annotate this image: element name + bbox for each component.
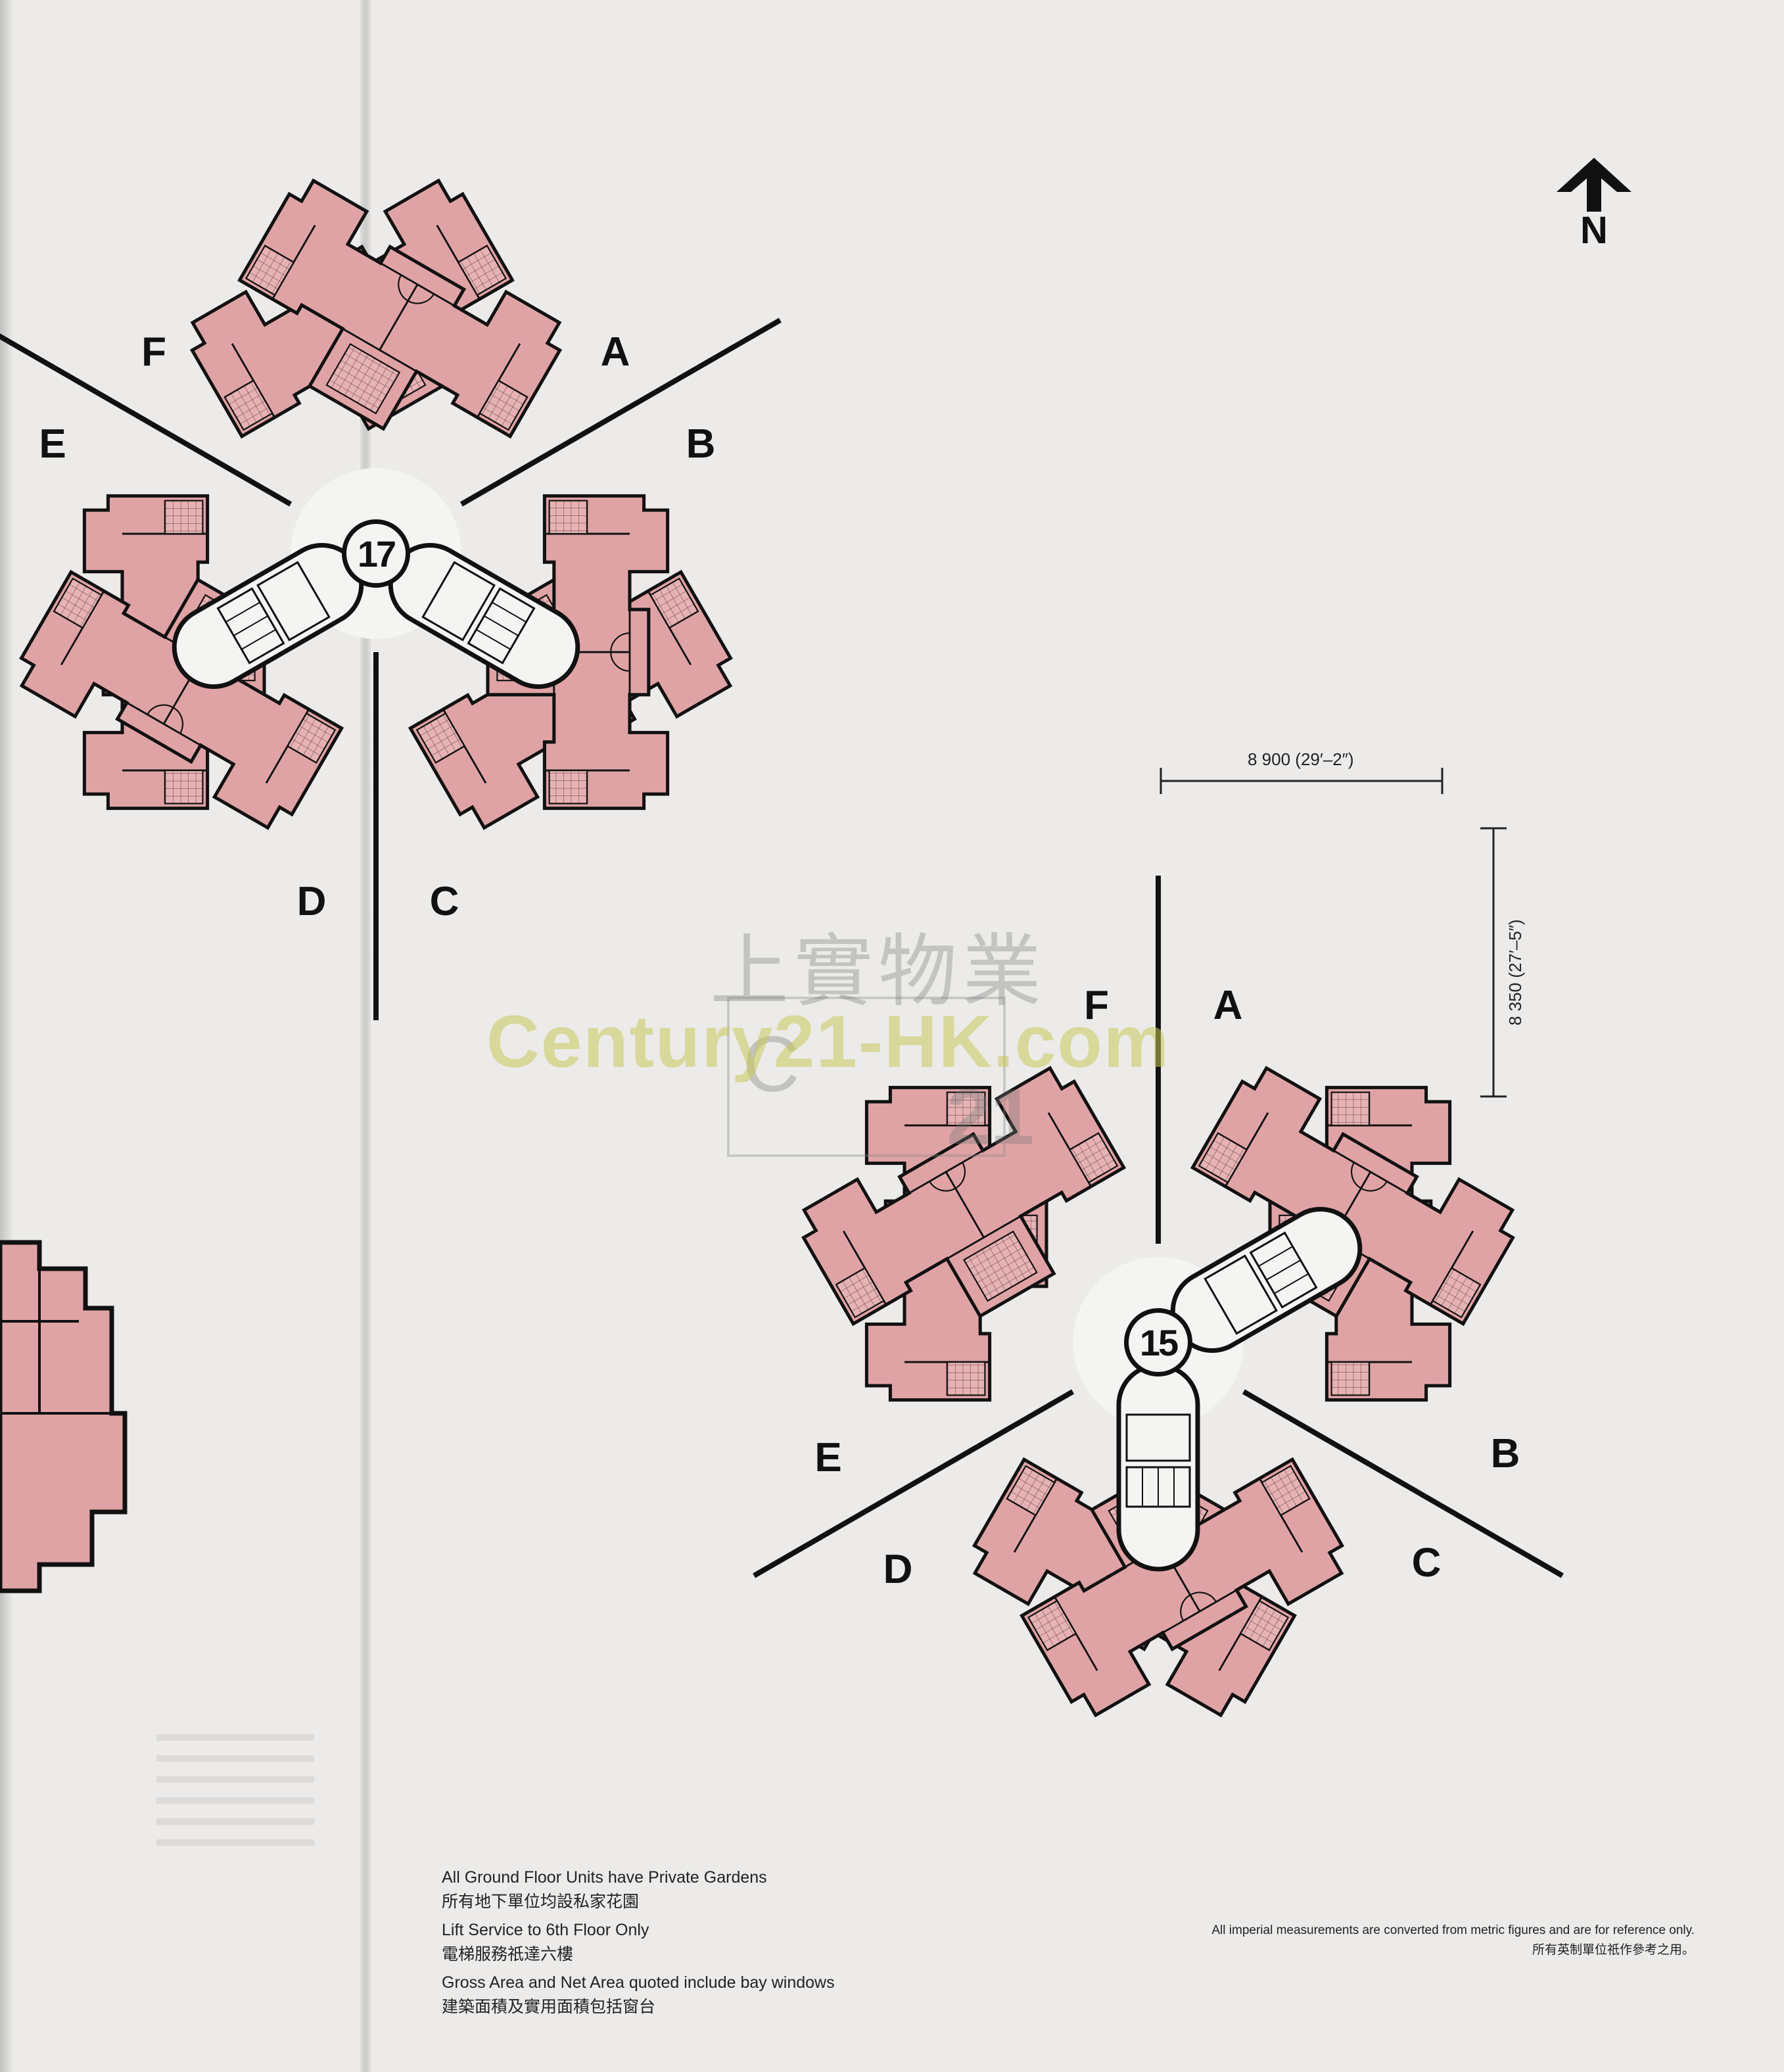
svg-text:21: 21 [947, 1073, 1034, 1161]
north-label: N [1580, 209, 1608, 252]
block-15-unit-d-label: D [883, 1547, 913, 1592]
dimension-depth-line [1480, 827, 1507, 1098]
disclaimer: All imperial measurements are converted … [1211, 1921, 1695, 1960]
north-indicator: N [1555, 158, 1633, 256]
dimension-width-line [1160, 768, 1444, 794]
block-17-badge: 17 [342, 519, 410, 588]
adjacent-block-fragment [0, 1240, 128, 1593]
notes-block: All Ground Floor Units have Private Gard… [442, 1866, 835, 2019]
disclaimer-en: All imperial measurements are converted … [1211, 1923, 1695, 1937]
note-gardens-zh: 所有地下單位均設私家花園 [442, 1893, 640, 1911]
block15-party-wall [753, 1389, 1075, 1578]
watermark-chinese: 上實物業 [710, 926, 1046, 1018]
block-17-plan [0, 174, 782, 1020]
block-15-unit-b-label: B [1490, 1431, 1520, 1476]
block-15-unit-f-label: F [1084, 983, 1109, 1028]
block-17-unit-a-label: A [600, 329, 630, 375]
note-bay-en: Gross Area and Net Area quoted include b… [442, 1973, 835, 1992]
svg-text:C: C [743, 1020, 800, 1108]
block-15-unit-c-label: C [1411, 1540, 1442, 1586]
block-15-unit-a-label: A [1213, 983, 1243, 1028]
note-lift-en: Lift Service to 6th Floor Only [442, 1921, 649, 1939]
block15-party-wall [1242, 1389, 1564, 1578]
disclaimer-zh: 所有英制單位祇作參考之用。 [1532, 1943, 1695, 1957]
block-15-unit-e-label: E [814, 1435, 842, 1480]
watermark-english: Century21-HK.com [486, 1001, 1171, 1083]
block-15-badge: 15 [1124, 1308, 1192, 1377]
margin-bleed-through [156, 1720, 314, 1860]
block-17-unit-b-label: B [686, 421, 716, 467]
block-17-unit-f-label: F [141, 329, 166, 375]
watermark-logo: C 21 [727, 997, 1034, 1161]
note-lift-zh: 電梯服務祇達六樓 [442, 1945, 574, 1964]
dimension-width-label: 8 900 (29′–2″) [1248, 749, 1354, 769]
block17-party-wall [459, 318, 782, 507]
block-17-unit-c-label: C [429, 879, 459, 924]
block15-lift-core [1119, 1365, 1198, 1569]
dimension-depth-label: 8 350 (27′–5″) [1505, 919, 1525, 1025]
block17-party-wall [0, 333, 293, 507]
note-bay-zh: 建築面積及實用面積包括窗台 [442, 1998, 656, 2016]
note-gardens-en: All Ground Floor Units have Private Gard… [442, 1868, 767, 1887]
block-17-unit-e-label: E [39, 421, 66, 467]
block-17-unit-d-label: D [296, 879, 327, 924]
north-arrow-icon [1557, 158, 1631, 212]
